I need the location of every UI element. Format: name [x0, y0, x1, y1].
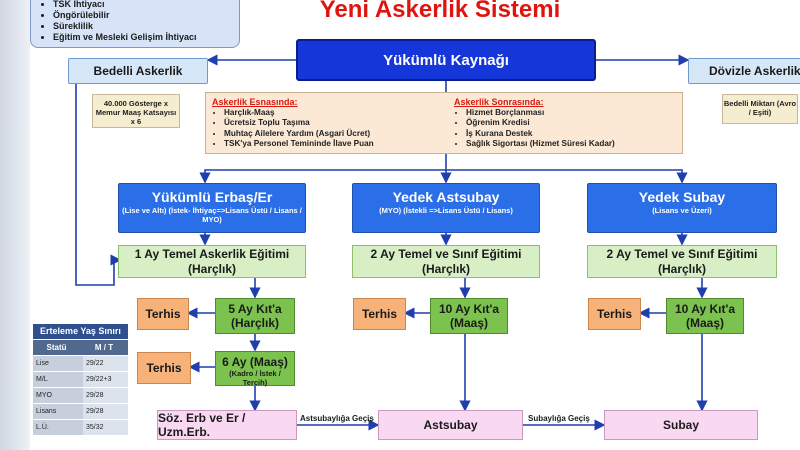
benefit-item: TSK'ya Personel Temininde İlave Puan — [224, 139, 374, 149]
during-list: Askerlik Esnasında: Harçlık-Maaş Ücretsi… — [212, 97, 374, 149]
bedelli-node: Bedelli Askerlik — [68, 58, 208, 84]
astsubay-node: Astsubay — [378, 410, 523, 440]
table-cell: 29/28 — [83, 388, 128, 403]
table-row: Lise 29/22 — [33, 355, 128, 371]
terhis-node: Terhis — [353, 298, 406, 330]
transition-label-subay: Subaylığa Geçiş — [528, 414, 590, 423]
after-heading: Askerlik Sonrasında: — [454, 97, 544, 107]
astsubay-candidate-title: Yedek Astsubay — [392, 189, 500, 205]
erbas-title: Yükümlü Erbaş/Er — [151, 189, 273, 205]
table-cell: Lise — [33, 356, 83, 371]
table-cell: 29/22+3 — [83, 372, 128, 387]
objective-item: Süreklilik — [53, 21, 239, 32]
table-cell: M/L — [33, 372, 83, 387]
benefit-item: Öğrenim Kredisi — [466, 118, 615, 128]
table-cell: MYO — [33, 388, 83, 403]
kita-6-sub: (Kadro / İstek / Tercih) — [229, 369, 281, 387]
source-node: Yükümlü Kaynağı — [296, 39, 596, 81]
table-row: MYO 29/28 — [33, 387, 128, 403]
kita-5-sub: (Harçlık) — [230, 316, 280, 330]
benefit-item: Ücretsiz Toplu Taşıma — [224, 118, 374, 128]
table-row: Lisans 29/28 — [33, 403, 128, 419]
erbas-sub: (Lise ve Altı) (İstek- İhtiyaç=>Lisans Ü… — [122, 206, 302, 224]
benefit-item: Sağlık Sigortası (Hizmet Süresi Kadar) — [466, 139, 615, 149]
subay-candidate-sub: (Lisans ve Üzeri) — [652, 206, 712, 215]
erbas-node: Yükümlü Erbaş/Er (Lise ve Altı) (İstek- … — [118, 183, 306, 233]
benefit-item: Hizmet Borçlanması — [466, 108, 615, 118]
dovizle-node: Dövizle Askerlik — [688, 58, 800, 84]
benefit-item: Muhtaç Ailelere Yardım (Asgari Ücret) — [224, 129, 374, 139]
table-title: Erteleme Yaş Sınırı — [33, 324, 128, 339]
dovizle-note: Bedelli Miktarı (Avro / Eşiti) — [722, 94, 798, 124]
contract-soldier-node: Söz. Erb ve Er / Uzm.Erb. — [157, 410, 297, 440]
benefit-item: Harçlık-Maaş — [224, 108, 374, 118]
table-cell: 35/32 — [83, 420, 128, 435]
bedelli-note: 40.000 Gösterge x Memur Maaş Katsayısı x… — [92, 94, 180, 128]
terhis-node: Terhis — [588, 298, 641, 330]
erbas-training-title: 1 Ay Temel Askerlik Eğitimi — [134, 247, 290, 261]
objective-item: Eğitim ve Mesleki Gelişim İhtiyacı — [53, 32, 239, 43]
erbas-training-node: 1 Ay Temel Askerlik Eğitimi (Harçlık) — [118, 245, 306, 278]
table-cell: 29/22 — [83, 356, 128, 371]
kita-10-astsubay-node: 10 Ay Kıt'a (Maaş) — [430, 298, 508, 334]
kita-10-title: 10 Ay Kıt'a — [439, 302, 499, 316]
astsubay-training-node: 2 Ay Temel ve Sınıf Eğitimi (Harçlık) — [352, 245, 540, 278]
astsubay-candidate-sub: (MYO) (İstekli =>Lisans Üstü / Lisans) — [379, 206, 513, 215]
deferral-age-table: Erteleme Yaş Sınırı Statü M / T Lise 29/… — [33, 324, 128, 435]
table-header-mt: M / T — [80, 340, 128, 355]
kita-10-subay-node: 10 Ay Kıt'a (Maaş) — [666, 298, 744, 334]
terhis-node: Terhis — [137, 352, 191, 384]
kita-6-node: 6 Ay (Maaş) (Kadro / İstek / Tercih) — [215, 351, 295, 387]
kita-10-sub: (Maaş) — [449, 316, 488, 330]
page-title: Yeni Askerlik Sistemi — [319, 0, 561, 23]
erbas-training-sub: (Harçlık) — [187, 262, 237, 276]
after-list: Askerlik Sonrasında: Hizmet Borçlanması … — [454, 97, 615, 149]
kita-10-sub: (Maaş) — [685, 316, 724, 330]
subay-candidate-node: Yedek Subay (Lisans ve Üzeri) — [587, 183, 777, 233]
transition-label-astsubay: Astsubaylığa Geçiş — [300, 414, 374, 423]
kita-5-node: 5 Ay Kıt'a (Harçlık) — [215, 298, 295, 334]
subay-training-title: 2 Ay Temel ve Sınıf Eğitimi — [606, 247, 758, 261]
table-cell: 29/28 — [83, 404, 128, 419]
subay-training-node: 2 Ay Temel ve Sınıf Eğitimi (Harçlık) — [587, 245, 777, 278]
left-panel-strip — [0, 0, 30, 450]
subay-training-sub: (Harçlık) — [657, 262, 707, 276]
table-header-status: Statü — [33, 340, 80, 355]
kita-10-title: 10 Ay Kıt'a — [675, 302, 735, 316]
objective-item: Öngörülebilir — [53, 10, 239, 21]
table-row: L.Ü. 35/32 — [33, 419, 128, 435]
table-header-row: Statü M / T — [33, 339, 128, 355]
table-cell: L.Ü. — [33, 420, 83, 435]
benefit-item: İş Kurana Destek — [466, 129, 615, 139]
objective-item: TSK İhtiyacı — [53, 0, 239, 10]
astsubay-training-sub: (Harçlık) — [421, 262, 471, 276]
terhis-node: Terhis — [137, 298, 189, 330]
astsubay-candidate-node: Yedek Astsubay (MYO) (İstekli =>Lisans Ü… — [352, 183, 540, 233]
subay-node: Subay — [604, 410, 758, 440]
kita-5-title: 5 Ay Kıt'a — [228, 302, 282, 316]
astsubay-training-title: 2 Ay Temel ve Sınıf Eğitimi — [370, 247, 522, 261]
table-row: M/L 29/22+3 — [33, 371, 128, 387]
table-cell: Lisans — [33, 404, 83, 419]
benefits-box: Askerlik Esnasında: Harçlık-Maaş Ücretsi… — [205, 92, 683, 154]
kita-6-title: 6 Ay (Maaş) — [222, 355, 288, 369]
objectives-panel: TSK İhtiyacı Öngörülebilir Süreklilik Eğ… — [30, 0, 240, 48]
subay-candidate-title: Yedek Subay — [638, 189, 726, 205]
during-heading: Askerlik Esnasında: — [212, 97, 298, 107]
